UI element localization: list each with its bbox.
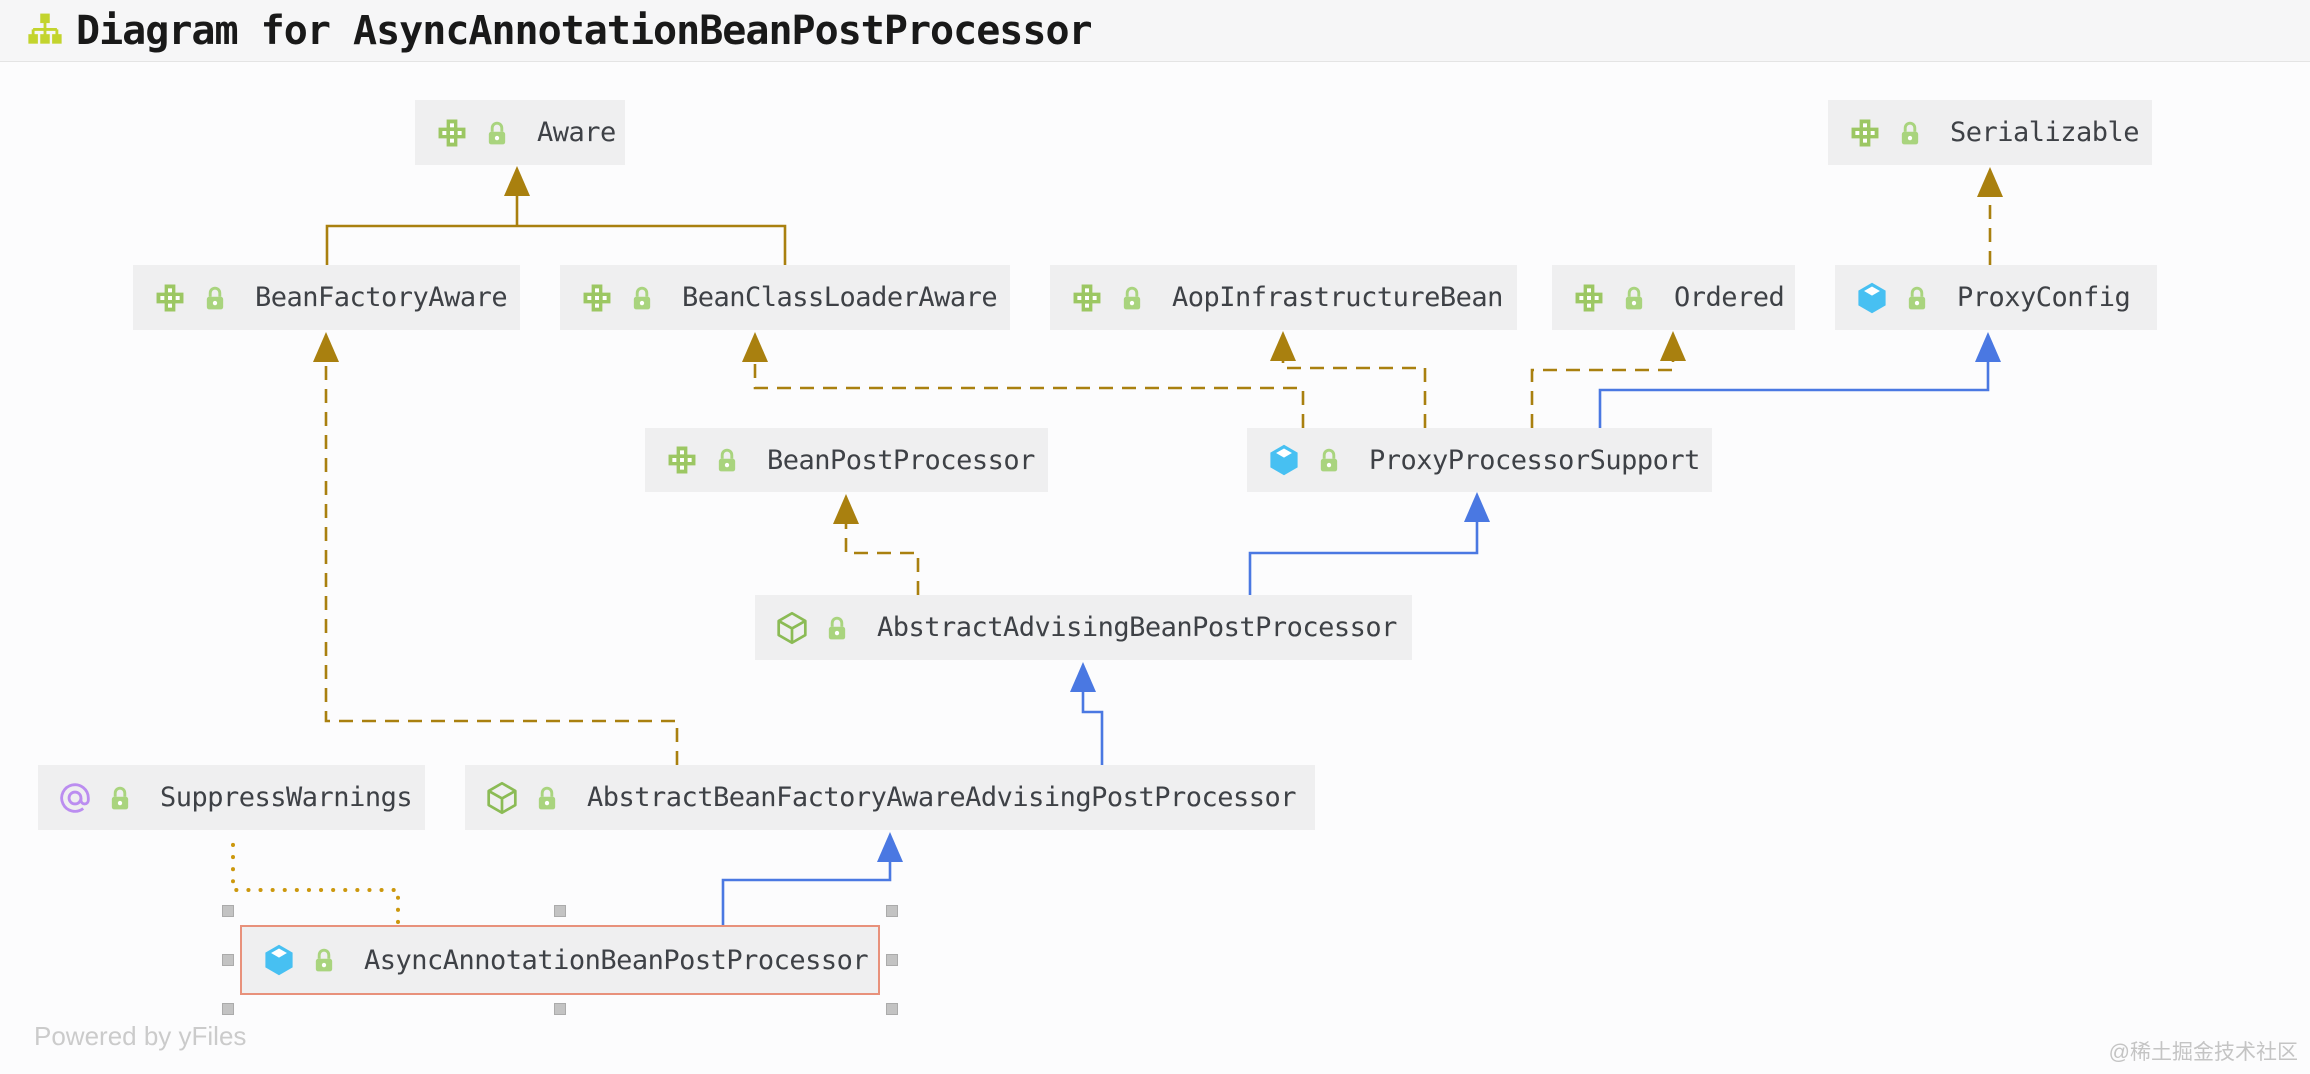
edge-arrowhead-aabpp-pps xyxy=(1464,492,1490,522)
node-label: AopInfrastructureBean xyxy=(1172,282,1503,313)
community-watermark: @稀土掘金技术社区 xyxy=(2108,1041,2298,1064)
lock-icon xyxy=(206,286,224,309)
annotation-icon xyxy=(60,782,90,813)
node-async-annotation-bean-post-processor[interactable]: AsyncAnnotationBeanPostProcessor xyxy=(240,925,880,995)
lock-icon xyxy=(1625,286,1643,309)
lock-icon xyxy=(111,786,129,809)
lock-icon xyxy=(1901,121,1919,144)
lock-icon xyxy=(1320,448,1338,472)
edge-arrowhead-pps-aopinfrastructurebean xyxy=(1270,331,1296,361)
node-proxy-processor-support[interactable]: ProxyProcessorSupport xyxy=(1247,428,1712,492)
interface-icon xyxy=(668,446,696,474)
edge-arrowhead-abfa-beanfactoryaware xyxy=(313,332,339,362)
node-label: BeanClassLoaderAware xyxy=(682,282,998,313)
selection-handle[interactable] xyxy=(222,1003,234,1015)
node-label: BeanFactoryAware xyxy=(255,282,508,313)
node-label: Aware xyxy=(537,117,616,148)
lock-icon xyxy=(1908,286,1926,309)
node-label: AbstractBeanFactoryAwareAdvisingPostProc… xyxy=(587,782,1297,813)
node-aop-infrastructure-bean[interactable]: AopInfrastructureBean xyxy=(1050,265,1517,330)
edge-pps-ordered xyxy=(1530,361,1675,428)
edge-aabpp-beanpostprocessor xyxy=(844,524,920,595)
lock-icon xyxy=(1123,286,1141,309)
selection-handle[interactable] xyxy=(886,954,898,966)
page-title: Diagram for AsyncAnnotationBeanPostProce… xyxy=(76,7,1093,54)
abstract-class-icon xyxy=(777,611,807,644)
class-icon xyxy=(1270,444,1298,476)
edge-abfa-beanfactoryaware xyxy=(324,362,679,765)
edge-aabpp-pps xyxy=(1248,522,1479,595)
node-aware[interactable]: Aware xyxy=(415,100,625,165)
interface-icon xyxy=(1851,119,1879,146)
edge-async-abfa xyxy=(721,862,892,925)
lock-icon xyxy=(828,616,846,639)
edge-aware-trunk xyxy=(325,224,787,265)
powered-by-yfiles-label: Powered by yFiles xyxy=(34,1021,247,1051)
node-abstract-advising-bean-post-processor[interactable]: AbstractAdvisingBeanPostProcessor xyxy=(755,595,1412,660)
lock-icon xyxy=(315,948,333,972)
class-icon xyxy=(265,944,293,976)
lock-icon xyxy=(488,121,506,144)
selection-handle[interactable] xyxy=(554,905,566,917)
node-suppress-warnings[interactable]: SuppressWarnings xyxy=(38,765,425,830)
interface-icon xyxy=(1575,284,1603,311)
lock-icon xyxy=(538,786,556,809)
node-label: BeanPostProcessor xyxy=(767,444,1035,476)
selection-handle[interactable] xyxy=(886,1003,898,1015)
abstract-class-icon xyxy=(487,781,517,814)
edge-async-suppresswarnings xyxy=(231,834,400,924)
lock-icon xyxy=(633,286,651,309)
node-bean-factory-aware[interactable]: BeanFactoryAware xyxy=(133,265,520,330)
edge-arrowhead-pps-proxyconfig xyxy=(1975,332,2001,362)
selection-handle[interactable] xyxy=(554,1003,566,1015)
edge-arrowhead-async-abfa xyxy=(877,832,903,862)
lock-icon xyxy=(718,448,736,472)
class-icon xyxy=(1858,282,1886,313)
node-proxy-config[interactable]: ProxyConfig xyxy=(1835,265,2157,330)
edge-pps-aopinfrastructurebean xyxy=(1281,361,1427,428)
node-label: ProxyConfig xyxy=(1957,282,2131,313)
node-label: SuppressWarnings xyxy=(160,782,413,813)
selection-handle[interactable] xyxy=(222,905,234,917)
selection-handle[interactable] xyxy=(886,905,898,917)
diagram-hierarchy-icon xyxy=(26,12,64,50)
node-label: Ordered xyxy=(1674,282,1785,313)
interface-icon xyxy=(438,119,466,146)
edge-arrowhead-aabpp-beanpostprocessor xyxy=(833,494,859,524)
node-serializable[interactable]: Serializable xyxy=(1828,100,2152,165)
interface-icon xyxy=(156,284,184,311)
edge-pps-proxyconfig xyxy=(1598,362,1990,428)
node-label: AbstractAdvisingBeanPostProcessor xyxy=(877,612,1397,643)
node-label: AsyncAnnotationBeanPostProcessor xyxy=(364,944,869,976)
node-label: Serializable xyxy=(1950,117,2140,148)
edge-pps-beanclassloaderaware xyxy=(753,362,1305,428)
edge-arrowhead-aware-stem xyxy=(504,166,530,196)
edges-layer xyxy=(231,166,2003,925)
edge-arrowhead-pps-beanclassloaderaware xyxy=(742,332,768,362)
edge-arrowhead-proxyconfig-serializable xyxy=(1977,167,2003,197)
node-label: ProxyProcessorSupport xyxy=(1369,444,1700,476)
diagram-header: Diagram for AsyncAnnotationBeanPostProce… xyxy=(0,0,2310,62)
node-ordered[interactable]: Ordered xyxy=(1552,265,1795,330)
diagram-canvas[interactable]: Aware Serializable BeanFacto xyxy=(0,62,2310,1074)
selection-handle[interactable] xyxy=(222,954,234,966)
edge-abfa-aabpp xyxy=(1081,692,1104,765)
node-bean-post-processor[interactable]: BeanPostProcessor xyxy=(645,428,1048,492)
edge-arrowhead-pps-ordered xyxy=(1660,331,1686,361)
interface-icon xyxy=(1073,284,1101,311)
node-bean-class-loader-aware[interactable]: BeanClassLoaderAware xyxy=(560,265,1010,330)
interface-icon xyxy=(583,284,611,311)
edge-arrowhead-abfa-aabpp xyxy=(1070,662,1096,692)
node-abstract-bean-factory-aware-advising-post-processor[interactable]: AbstractBeanFactoryAwareAdvisingPostProc… xyxy=(465,765,1315,830)
